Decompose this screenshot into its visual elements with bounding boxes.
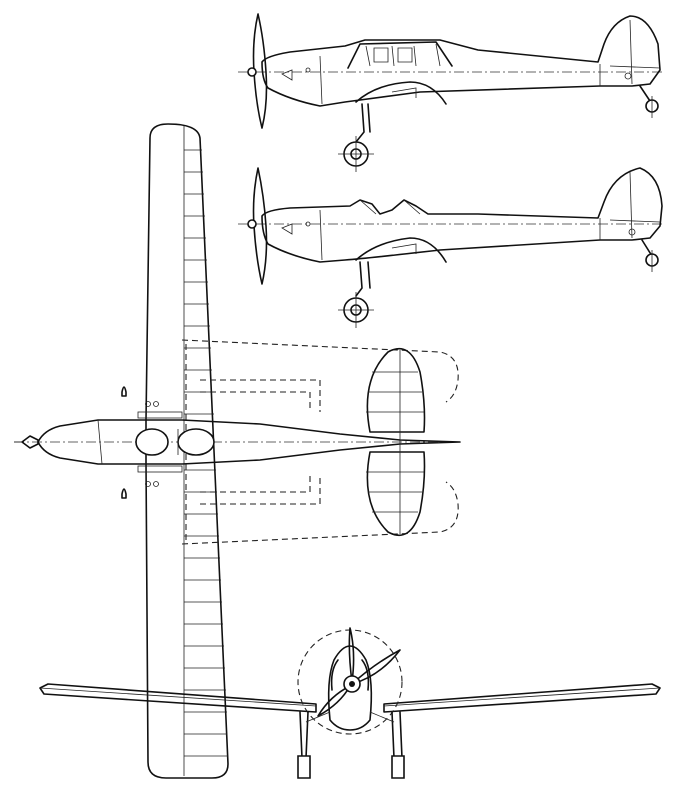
propeller-side-1: [247, 13, 268, 129]
tail-wheel-side-1: [639, 85, 659, 118]
side-view-open-cockpit: [238, 167, 665, 328]
main-gear-side-2: [338, 261, 374, 328]
tail-wheel-side-2: [641, 239, 659, 272]
side-view-canopy: [238, 13, 665, 172]
front-view: [39, 627, 661, 779]
main-gear-front: [297, 711, 405, 779]
fuselage-plan: [14, 419, 461, 465]
wing-plan: [121, 123, 229, 779]
wing-front: [39, 683, 661, 713]
propeller-front: [317, 627, 401, 717]
dashed-outlines: [181, 339, 459, 545]
propeller-side-2: [247, 167, 268, 285]
plan-view: [14, 123, 461, 779]
tailplane-plan: [366, 347, 426, 537]
main-gear-side-1: [338, 103, 374, 172]
